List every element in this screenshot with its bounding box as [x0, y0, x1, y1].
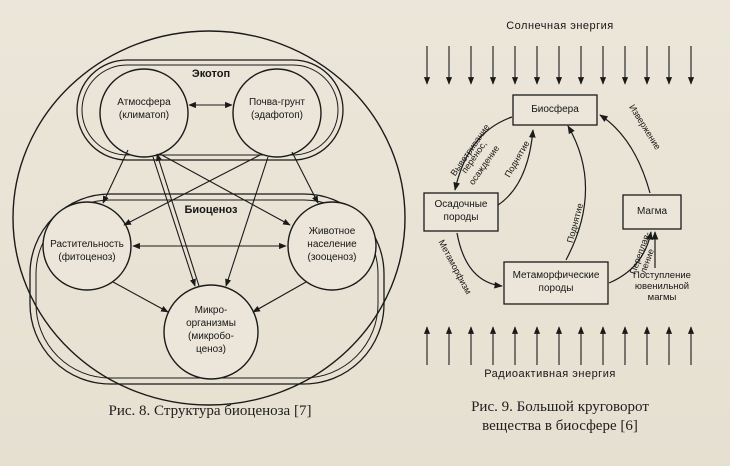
animals-label-2: население: [307, 239, 357, 250]
biosphere-label: Биосфера: [531, 104, 579, 115]
metamorphic-label-1: Метаморфические: [512, 270, 600, 281]
plants-sub-label: (фитоценоз): [58, 252, 116, 263]
soil-label: Почва-грунт: [248, 97, 306, 108]
plants-label: Растительность: [50, 239, 124, 250]
metamorphic-box: [503, 261, 609, 305]
micro-label-1: Микро-: [194, 305, 228, 316]
cycle-arrows: [453, 114, 659, 289]
fig9-caption-1: Рис. 9. Большой круговорот: [471, 399, 649, 415]
outer-circle: [12, 30, 406, 406]
fig8-arrows: [102, 101, 319, 313]
micro-label-4: ценоз): [195, 344, 227, 355]
ecotop-band: [76, 59, 344, 161]
micro-circle: [163, 284, 259, 380]
magma-box: [622, 194, 682, 230]
sedimentary-label-2: породы: [443, 212, 479, 223]
animals-sub-label: (зооценоз): [307, 252, 357, 263]
sedimentary-box: [423, 192, 499, 232]
magma-label: Магма: [636, 206, 668, 217]
animals-circle: [287, 201, 377, 291]
biosphere-box: [512, 94, 598, 126]
biocenosis-label: Биоценоз: [184, 204, 238, 216]
solar-label: Солнечная энергия: [506, 20, 614, 32]
fig9-caption-2: вещества в биосфере [6]: [482, 418, 638, 434]
sedimentary-label-1: Осадочные: [434, 199, 488, 210]
plants-circle: [42, 201, 132, 291]
ecotop-label: Экотоп: [191, 68, 231, 80]
micro-label-3: (микробо-: [188, 331, 234, 342]
atmosphere-sub-label: (климатоп): [118, 110, 170, 121]
atmosphere-circle: [99, 68, 189, 158]
radioactive-label: Радиоактивная энергия: [484, 368, 616, 380]
metamorphic-label-2: породы: [538, 283, 574, 294]
biocenosis-band: [29, 193, 385, 385]
radioactive-arrows: [423, 326, 695, 365]
animals-label-1: Животное: [308, 226, 356, 237]
juvenile-label-3: магмы: [647, 292, 677, 303]
micro-label-2: организмы: [186, 318, 236, 329]
soil-circle: [232, 68, 322, 158]
solar-arrows: [423, 46, 695, 85]
juvenile-label-1: Поступление: [633, 270, 691, 281]
atmosphere-label: Атмосфера: [117, 97, 171, 108]
juvenile-label-2: ювенильной: [634, 281, 690, 292]
fig8-caption: Рис. 8. Структура биоценоза [7]: [108, 403, 312, 419]
soil-sub-label: (эдафотоп): [251, 110, 303, 121]
